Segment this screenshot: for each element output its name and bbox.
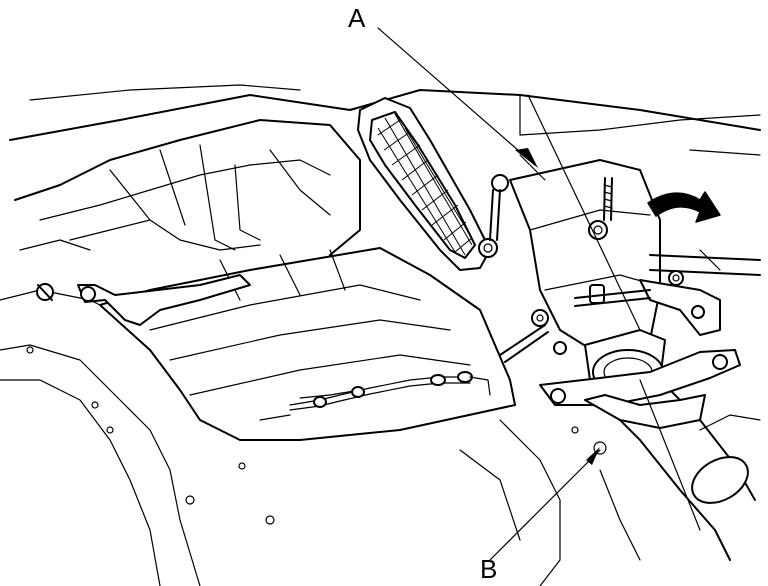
upper-bracket-right <box>639 249 761 336</box>
curved-arrow-icon <box>647 191 721 223</box>
pipe-clamp <box>574 284 651 307</box>
bolts <box>478 174 684 363</box>
leader-line-a <box>377 27 536 166</box>
catalytic-converter <box>509 159 666 396</box>
heat-shield <box>99 247 516 441</box>
bolt-left <box>478 174 509 258</box>
mesh-screen <box>357 97 491 271</box>
right-frame-rail <box>459 94 761 586</box>
leader-line-b <box>489 449 601 561</box>
bolt-mid <box>499 309 567 363</box>
underbody-floor-pan <box>0 84 761 586</box>
exhaust-pipe <box>599 379 761 561</box>
callout-label-a: A <box>348 3 366 33</box>
callout-leaders <box>377 27 701 561</box>
mounting-bracket-left <box>36 274 251 326</box>
bolt-top <box>588 177 613 240</box>
leader-arrow-a <box>515 148 538 168</box>
hanger-bracket <box>539 349 741 429</box>
bolt-right <box>668 270 684 286</box>
leader-arrow-b <box>586 447 600 465</box>
callout-label-b: B <box>480 554 498 584</box>
cable-harness <box>289 371 491 411</box>
